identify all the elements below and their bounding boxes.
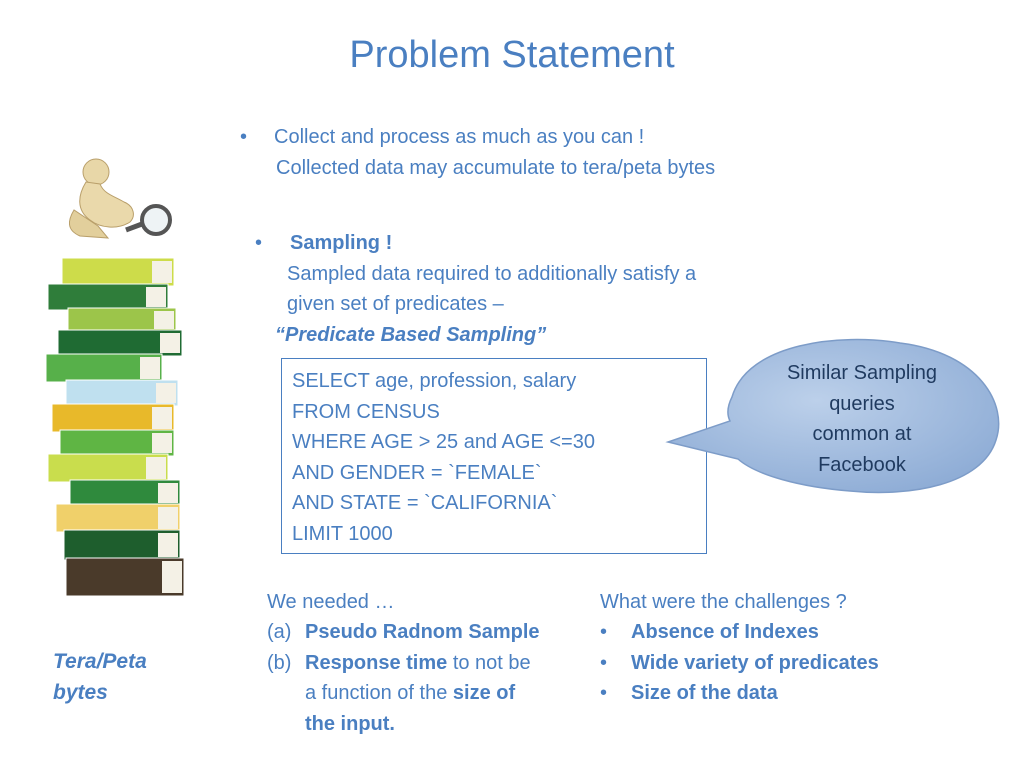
bullet-marker: • bbox=[600, 682, 608, 704]
bullet-collect-line1: Collect and process as much as you can ! bbox=[274, 126, 645, 148]
speech-bubble-shape bbox=[665, 338, 1000, 494]
query-line: AND STATE = `CALIFORNIA` bbox=[292, 492, 558, 514]
needed-item-a-text: Pseudo Radnom Sample bbox=[305, 621, 540, 643]
needed-heading: We needed … bbox=[267, 591, 395, 613]
book-pages bbox=[152, 261, 172, 283]
bullet-marker: • bbox=[600, 652, 608, 674]
book-pages bbox=[140, 357, 160, 379]
needed-item-b-line1: Response time to not be bbox=[305, 648, 531, 679]
needed-item-b-marker: (b) bbox=[267, 652, 292, 674]
book-pages bbox=[156, 383, 176, 403]
callout-line: common at bbox=[812, 423, 912, 445]
challenge-item: • Size of the data bbox=[600, 678, 778, 709]
query-line: FROM CENSUS bbox=[292, 400, 440, 423]
book-pages bbox=[162, 561, 182, 593]
illustration-caption: Tera/Peta bytes bbox=[53, 646, 147, 708]
challenge-item: • Absence of Indexes bbox=[600, 617, 819, 648]
sampling-line1: Sampled data required to additionally sa… bbox=[287, 263, 697, 285]
book-pages bbox=[160, 333, 180, 353]
book-pages bbox=[158, 483, 178, 503]
challenge-item: • Wide variety of predicates bbox=[600, 648, 879, 679]
callout-text: Similar Sampling queries common at Faceb… bbox=[758, 358, 966, 480]
needed-item-b-line2-plain: a function of the bbox=[305, 682, 453, 704]
callout-line: Facebook bbox=[818, 453, 906, 476]
caption-line2: bytes bbox=[53, 681, 108, 704]
sql-query-box: SELECT age, profession, salary FROM CENS… bbox=[281, 358, 707, 554]
book-pages bbox=[146, 287, 166, 307]
book-pages bbox=[152, 407, 172, 429]
challenges-heading: What were the challenges ? bbox=[600, 591, 847, 613]
sampling-heading: Sampling ! bbox=[290, 232, 393, 254]
bullet-marker: • bbox=[600, 621, 608, 643]
challenge-text: Wide variety of predicates bbox=[631, 652, 879, 674]
predicate-based-sampling-quote: “Predicate Based Sampling” bbox=[275, 324, 547, 346]
bullet-marker: • bbox=[240, 126, 248, 148]
query-line: LIMIT 1000 bbox=[292, 522, 393, 545]
book-stack bbox=[45, 257, 185, 597]
book-pages bbox=[154, 311, 174, 329]
needed-item-b-rest: to not be bbox=[447, 652, 531, 674]
speech-bubble bbox=[665, 338, 1000, 494]
needed-item-b-line2: a function of the size of bbox=[305, 678, 515, 709]
book-pages bbox=[152, 433, 172, 453]
slide-title: Problem Statement bbox=[349, 34, 675, 76]
query-line: WHERE AGE > 25 and AGE <=30 bbox=[292, 431, 595, 453]
bullet-sampling: • Sampling ! bbox=[255, 228, 392, 258]
sampling-line2: given set of predicates – bbox=[287, 293, 504, 315]
bullet-marker: • bbox=[255, 232, 263, 254]
response-time-text: Response time bbox=[305, 652, 448, 674]
book-pages bbox=[146, 457, 166, 479]
needed-item-a-marker: (a) bbox=[267, 621, 292, 643]
callout-line: Similar Sampling bbox=[786, 362, 938, 384]
needed-item-b-line3: the input. bbox=[305, 713, 395, 735]
query-line: SELECT age, profession, salary bbox=[292, 370, 577, 392]
book-stack-illustration bbox=[45, 158, 185, 597]
bullet-collect: • Collect and process as much as you can … bbox=[240, 122, 644, 152]
challenge-text: Absence of Indexes bbox=[631, 621, 819, 643]
callout-line: queries bbox=[829, 392, 895, 415]
book-pages bbox=[158, 533, 178, 557]
bullet-collect-line2: Collected data may accumulate to tera/pe… bbox=[276, 157, 716, 179]
needed-item-b-line2-bold: size of bbox=[452, 682, 516, 704]
figure-with-magnifier-icon bbox=[69, 158, 172, 239]
book-pages bbox=[158, 507, 178, 529]
caption-line1: Tera/Peta bbox=[53, 650, 147, 673]
needed-item-a: (a) bbox=[267, 617, 291, 648]
query-line: AND GENDER = `FEMALE` bbox=[292, 461, 542, 484]
challenge-text: Size of the data bbox=[631, 682, 778, 704]
